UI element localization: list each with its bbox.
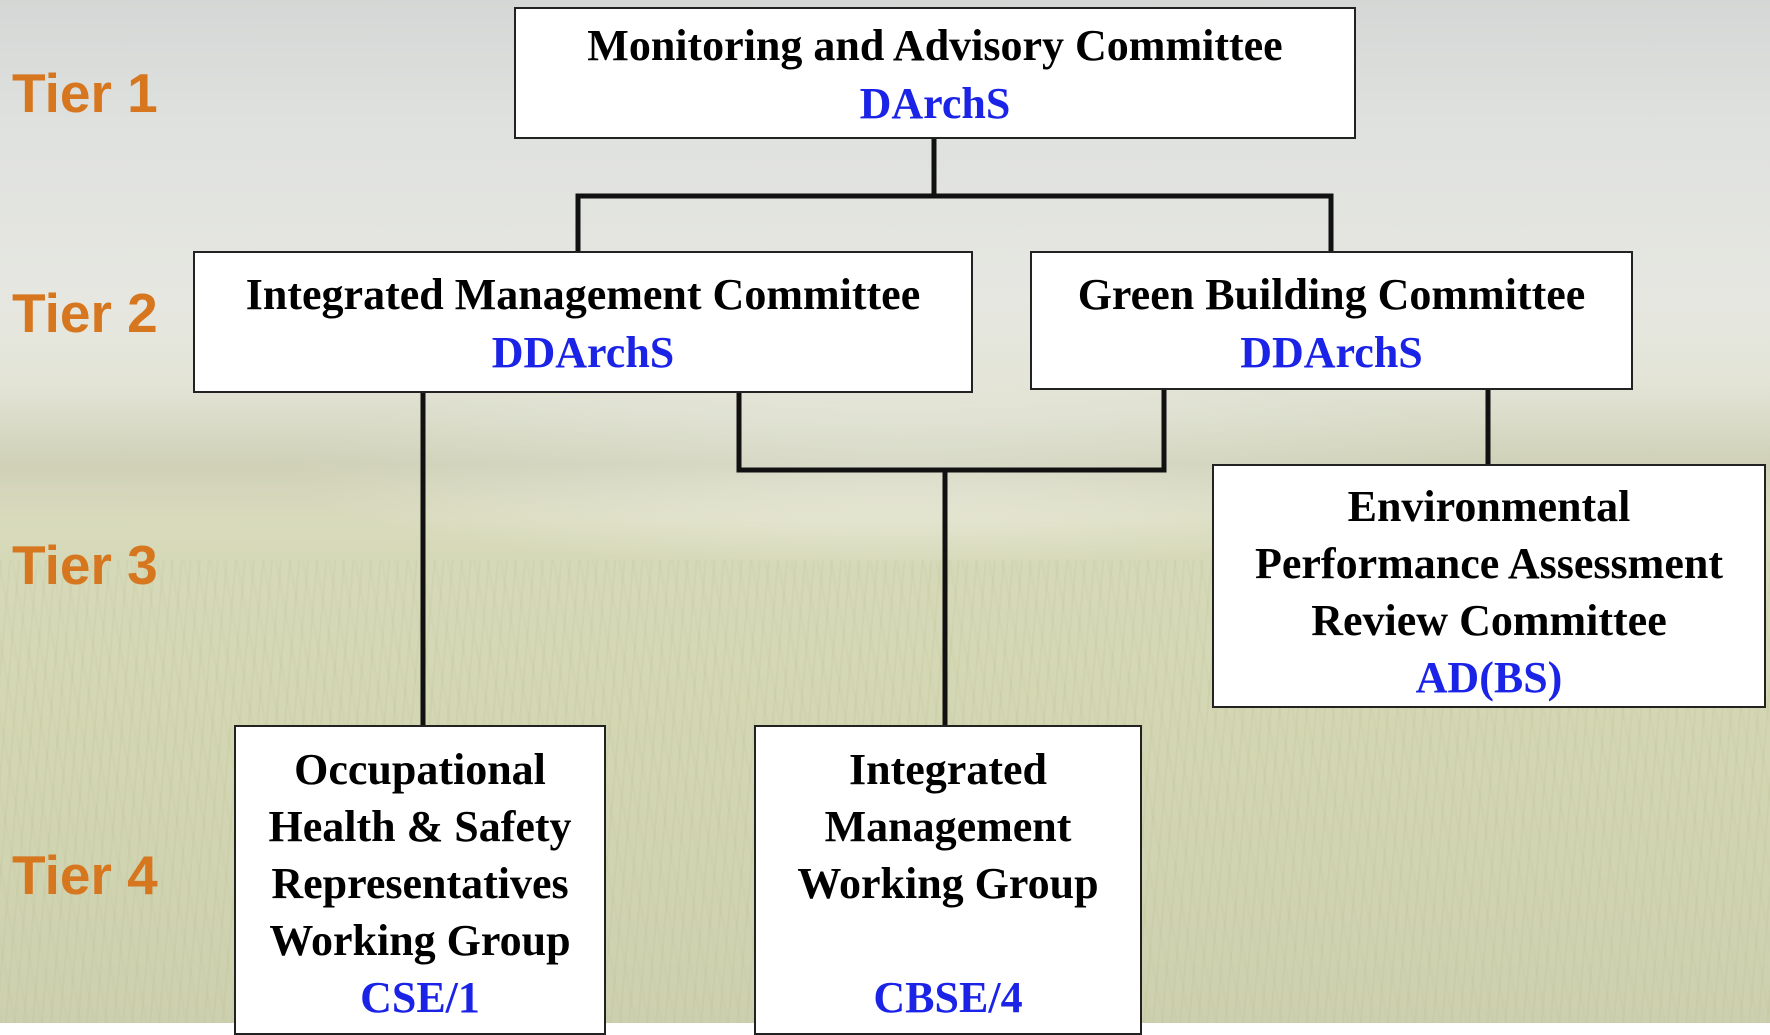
node-title-line: Environmental xyxy=(1347,482,1631,531)
connector-tier1-to-tier2 xyxy=(575,136,1334,254)
node-title: Monitoring and Advisory Committee xyxy=(587,21,1283,70)
node-title-line: Performance Assessment xyxy=(1255,539,1723,588)
node-title-line: Review Committee xyxy=(1311,596,1667,645)
node-abbreviation: CSE/1 xyxy=(360,973,480,1022)
node-title-line: Representatives xyxy=(271,859,569,908)
monitoring-advisory-committee-box: Monitoring and Advisory Committee DArchS xyxy=(514,7,1356,139)
node-abbreviation: DDArchS xyxy=(1240,328,1423,377)
node-abbreviation: CBSE/4 xyxy=(873,973,1023,1022)
environmental-performance-review-committee-box: Environmental Performance Assessment Rev… xyxy=(1212,464,1766,708)
node-abbreviation: DArchS xyxy=(859,79,1011,128)
node-title-line: Occupational xyxy=(294,745,546,794)
integrated-management-committee-box: Integrated Management Committee DDArchS xyxy=(193,251,973,393)
node-abbreviation: AD(BS) xyxy=(1415,653,1563,702)
tier-3-label: Tier 3 xyxy=(12,534,158,596)
tier-4-label: Tier 4 xyxy=(12,844,158,906)
tier-1-label: Tier 1 xyxy=(12,62,158,124)
integrated-management-working-group-box: Integrated Management Working Group CBSE… xyxy=(754,725,1142,1035)
node-title-line: Health & Safety xyxy=(268,802,572,851)
node-abbreviation: DDArchS xyxy=(491,328,675,377)
node-title: Green Building Committee xyxy=(1077,270,1586,319)
node-title-line: Integrated xyxy=(849,745,1047,794)
spacer xyxy=(756,912,1140,969)
ohs-representatives-working-group-box: Occupational Health & Safety Representat… xyxy=(234,725,606,1035)
node-title: Integrated Management Committee xyxy=(245,270,921,319)
node-title-line: Management xyxy=(824,802,1072,851)
node-title-line: Working Group xyxy=(269,916,571,965)
green-building-committee-box: Green Building Committee DDArchS xyxy=(1030,251,1633,390)
node-title-line: Working Group xyxy=(797,859,1099,908)
tier-2-label: Tier 2 xyxy=(12,282,158,344)
connector-tier2-to-imwg xyxy=(736,387,1167,728)
